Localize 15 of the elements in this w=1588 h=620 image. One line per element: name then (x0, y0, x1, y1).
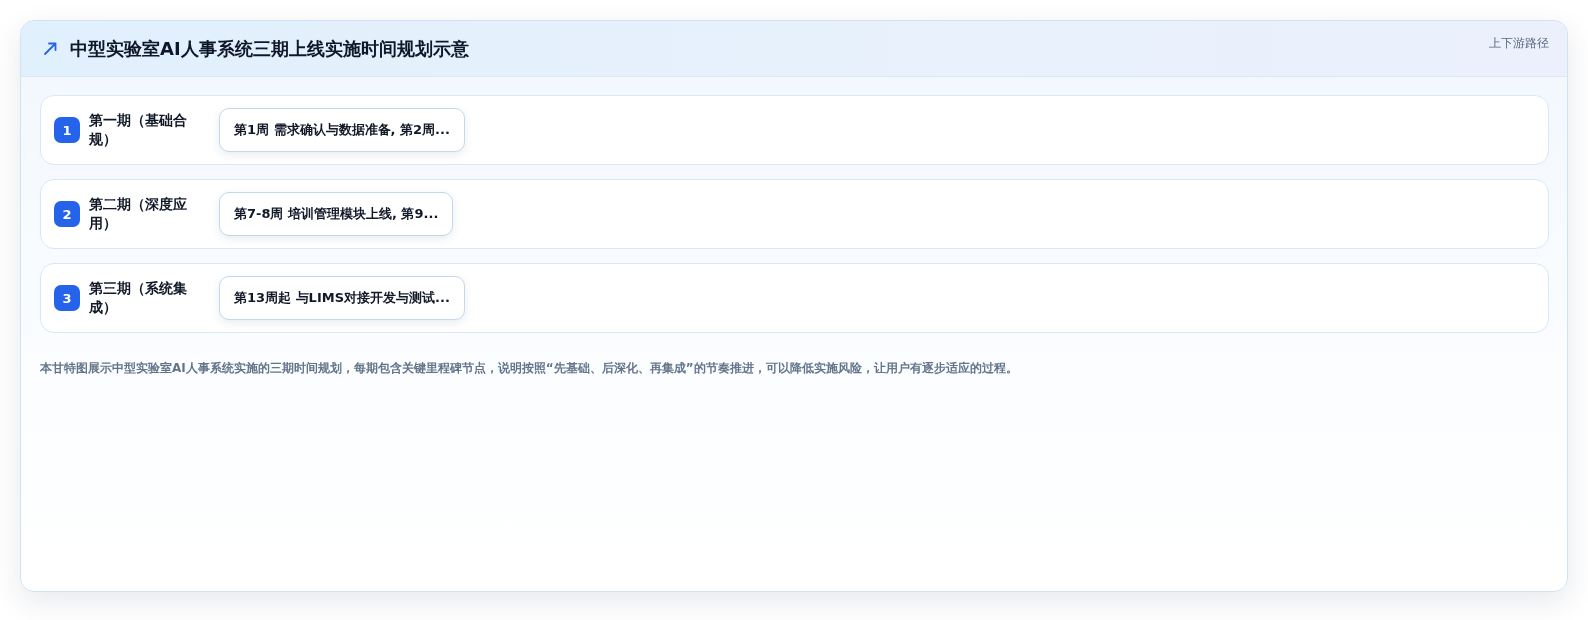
corner-note: 上下游路径 (1489, 35, 1549, 52)
step-number: 2 (54, 201, 80, 227)
milestone-box: 第7-8周 培训管理模块上线, 第9... (219, 192, 454, 236)
phase-label: 第三期（系统集成） (89, 279, 188, 317)
phase-row (40, 263, 1549, 333)
milestone-box: 第1周 需求确认与数据准备, 第2周... (219, 108, 465, 152)
milestone-box: 第13周起 与LIMS对接开发与测试... (219, 276, 465, 320)
phase-row (40, 179, 1549, 249)
caption-text: 本甘特图展示中型实验室AI人事系统实施的三期时间规划，每期包含关键里程碑节点，说明按照“先基础、后深化、再集成”的节奏推进，可以降低实施风险，让用户有逐步适应的过程。 (40, 360, 1019, 377)
step-number: 1 (54, 117, 80, 143)
phase-label: 第一期（基础合规） (89, 111, 188, 149)
phase-label: 第二期（深度应用） (89, 195, 188, 233)
phase-row (40, 95, 1549, 165)
step-number: 3 (54, 285, 80, 311)
diagram-title: 中型实验室AI人事系统三期上线实施时间规划示意 (70, 36, 469, 61)
